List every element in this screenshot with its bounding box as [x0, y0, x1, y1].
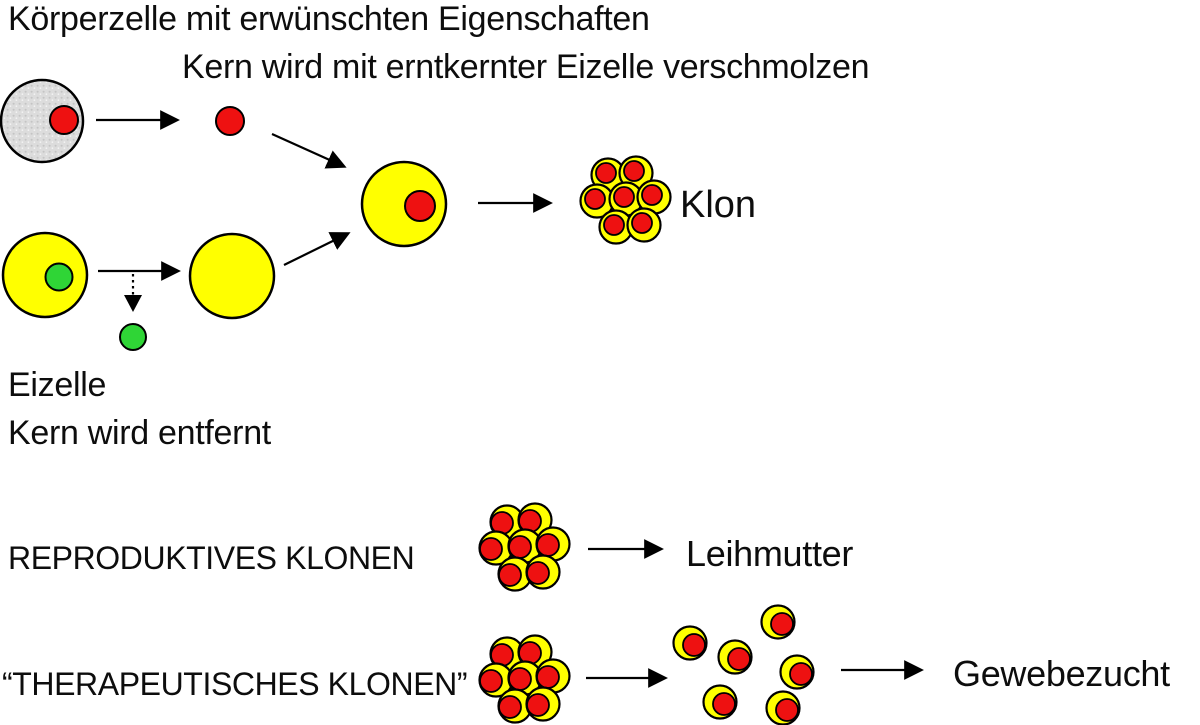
fused-cell: [360, 160, 448, 248]
clone-cell-nucleus: [584, 188, 606, 210]
clone-cell-nucleus: [603, 214, 625, 236]
enucleated-egg-cell: [188, 232, 276, 320]
removed-green-nucleus: [119, 323, 147, 351]
clone-cell-nucleus: [479, 537, 503, 561]
scattered-cell-nucleus: [775, 698, 799, 722]
klon-cell-cluster: [579, 155, 672, 245]
label-therapeutisches-klonen: “THERAPEUTISCHES KLONEN”: [2, 666, 467, 702]
clone-cell-nucleus: [498, 563, 522, 587]
scattered-cell-nucleus: [727, 647, 751, 671]
clone-cell-nucleus: [526, 693, 550, 717]
arrow-egg-to-fusion: [283, 232, 351, 266]
clone-cell-nucleus: [536, 533, 560, 557]
egg-cell-nucleus: [44, 262, 74, 292]
clone-cell-nucleus: [641, 184, 663, 206]
scattered-cell-nucleus: [789, 662, 813, 686]
fused-cell-nucleus: [404, 190, 436, 222]
therapeutic-cell-cluster: [478, 634, 571, 724]
clone-cell-nucleus: [595, 162, 617, 184]
scattered-cell-nucleus: [682, 633, 706, 657]
clone-cell-nucleus: [508, 667, 532, 691]
egg-cell: [1, 231, 89, 319]
arrow-nucleus-to-fusion: [271, 132, 347, 169]
clone-cell-nucleus: [536, 665, 560, 689]
scattered-cell-nucleus: [712, 692, 736, 716]
scattered-cell-nucleus: [770, 612, 794, 636]
label-kern-entfernt: Kern wird entfernt: [8, 414, 272, 452]
fused-cell-membrane: [360, 160, 448, 248]
label-klon: Klon: [680, 184, 756, 226]
free-red-nucleus: [215, 106, 245, 136]
clone-cell-nucleus: [479, 669, 503, 693]
body-cell-membrane: [0, 78, 85, 164]
clone-cell-nucleus: [613, 186, 635, 208]
label-reproduktives-klonen: REPRODUKTIVES KLONEN: [8, 540, 414, 576]
body-cell: [0, 78, 85, 164]
body-cell-nucleus: [49, 105, 79, 135]
label-eizelle: Eizelle: [8, 366, 106, 404]
scattered-cells: [672, 604, 815, 725]
reproductive-cell-cluster: [478, 502, 571, 592]
clone-cell-nucleus: [631, 212, 653, 234]
label-leihmutter: Leihmutter: [686, 533, 853, 574]
clone-cell-nucleus: [508, 535, 532, 559]
clone-cell-nucleus: [498, 695, 522, 719]
clone-cell-nucleus: [526, 561, 550, 585]
label-gewebezucht: Gewebezucht: [953, 653, 1170, 694]
label-kern-verschmolzen: Kern wird mit erntkernter Eizelle versch…: [182, 48, 869, 86]
label-koerperzelle: Körperzelle mit erwünschten Eigenschafte…: [8, 0, 650, 38]
nucleus-removal-arrowhead: [124, 295, 142, 312]
clone-cell-nucleus: [623, 160, 645, 182]
